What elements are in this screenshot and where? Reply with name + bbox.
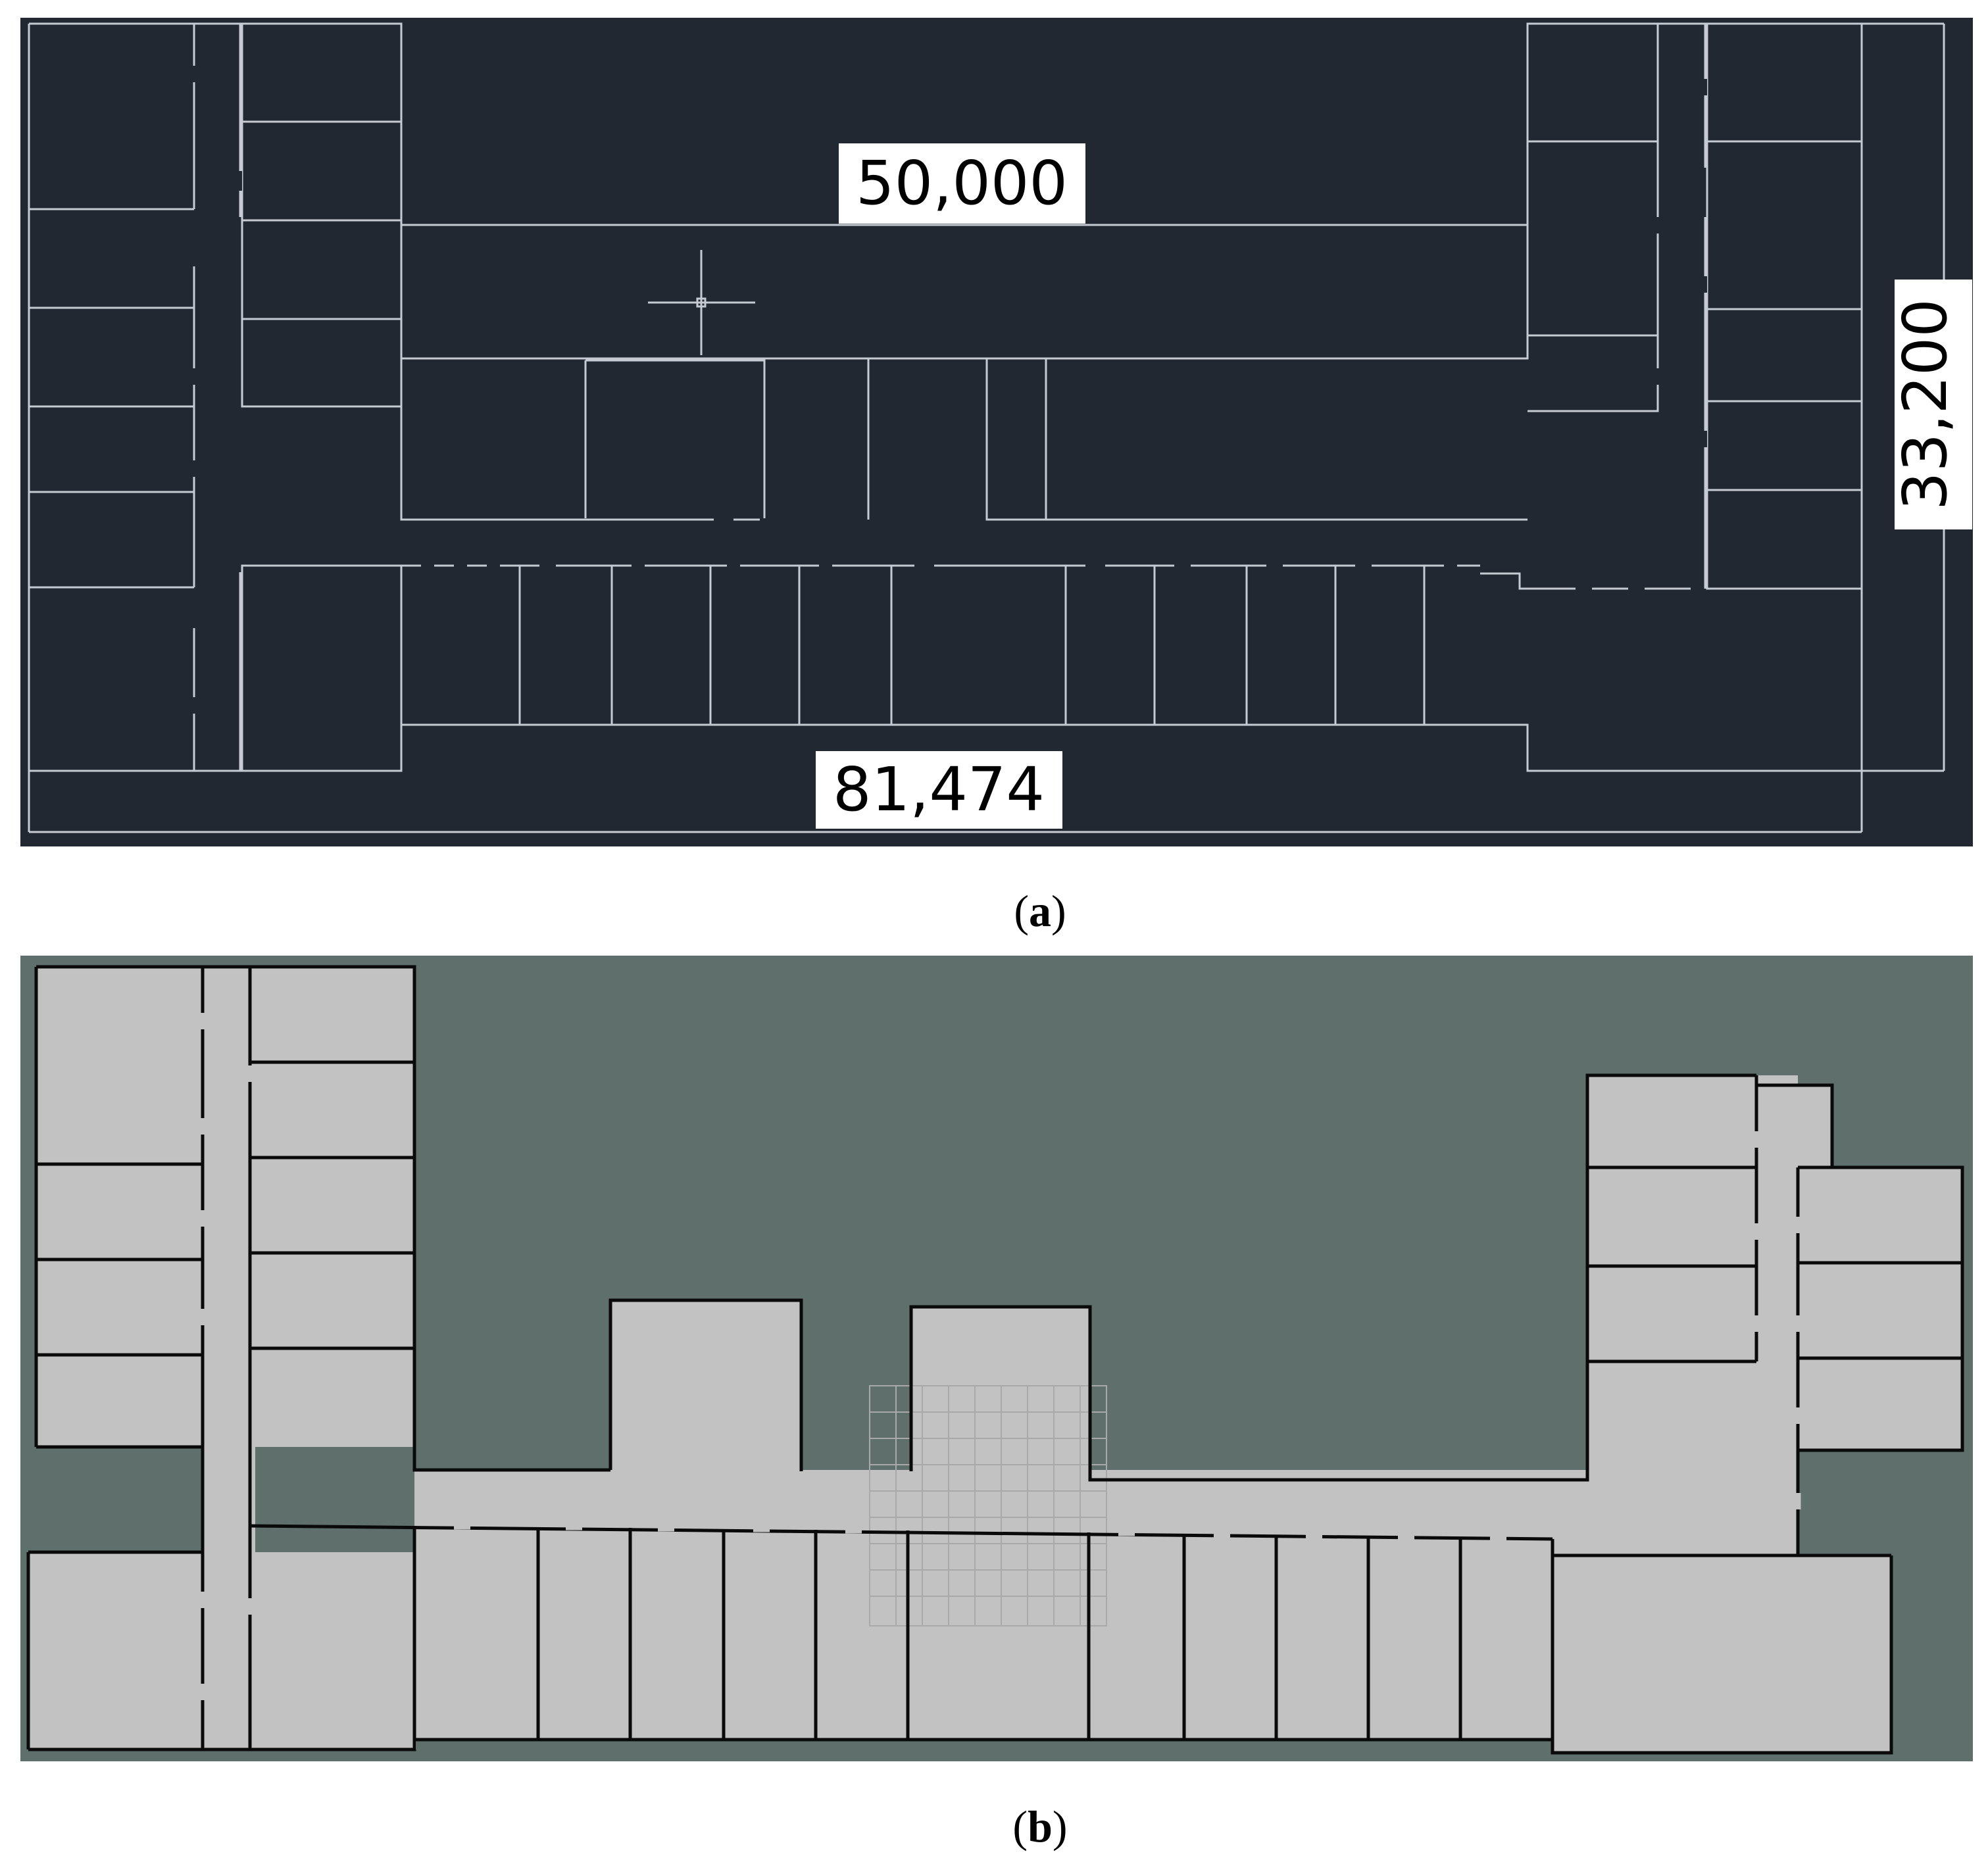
caption-b: (b): [1012, 1801, 1067, 1851]
panel-a-cad-plan: 50,000 81,474 33,200: [20, 18, 1973, 846]
panel-a-walls: [28, 22, 1945, 833]
panel-a-door-gaps: [192, 66, 1707, 714]
dimension-label-inner-width: 50,000: [839, 143, 1085, 224]
panel-b-occupancy-map: [20, 956, 1973, 1761]
panel-b-walls: [26, 965, 1964, 1755]
caption-a: (a): [1014, 886, 1066, 936]
panel-a-background: [20, 18, 1973, 846]
panel-b-door-gaps: [199, 1013, 1801, 1700]
dimension-text-overall-height: 33,200: [1890, 299, 1960, 510]
dimension-text-inner-width: 50,000: [856, 148, 1068, 218]
dimension-text-overall-width: 81,474: [833, 754, 1045, 825]
dimension-label-overall-height: 33,200: [1890, 280, 1972, 529]
dimension-label-overall-width: 81,474: [816, 751, 1062, 829]
panel-b-grid-overlay: [869, 1385, 1107, 1626]
